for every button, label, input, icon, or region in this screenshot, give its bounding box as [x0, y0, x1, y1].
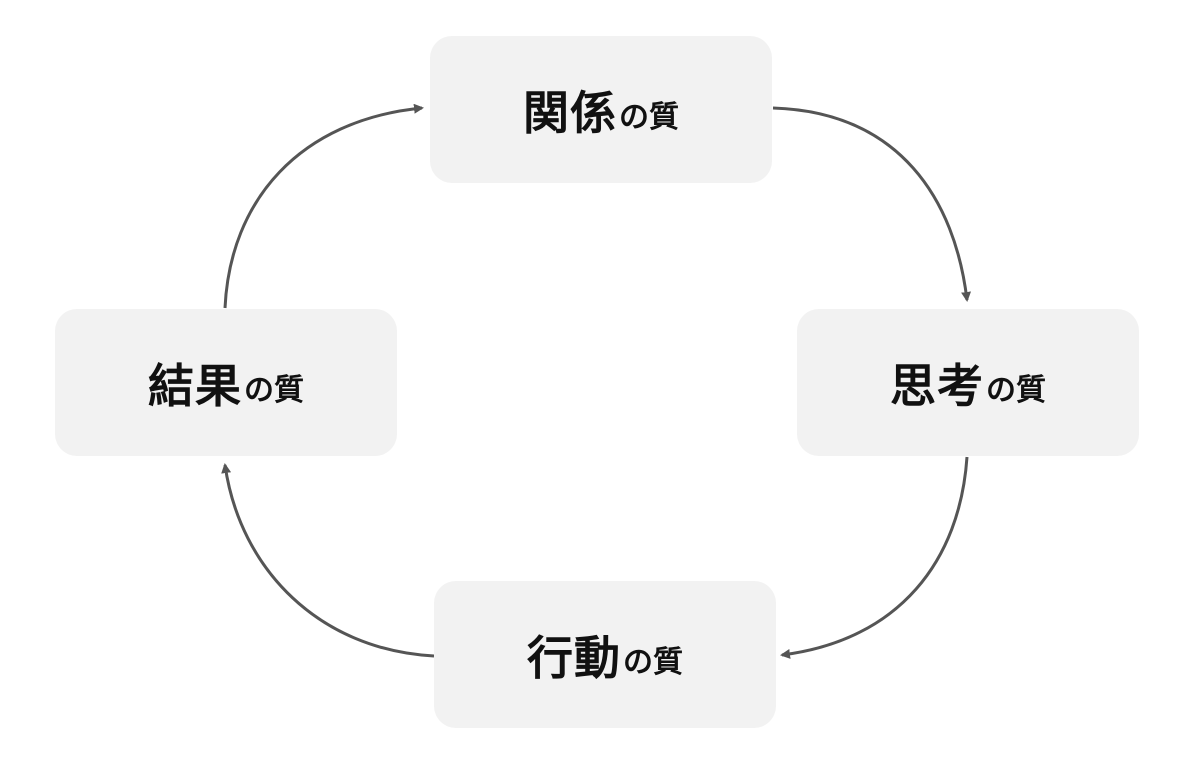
node-result-sub: の質	[244, 372, 304, 408]
node-thinking-main: 思考	[890, 358, 984, 413]
node-relationship-sub: の質	[619, 99, 679, 135]
arrow-thinking-to-action	[780, 456, 969, 659]
arrow-result-to-relationship	[223, 103, 424, 309]
arrow-action-to-result	[221, 463, 435, 658]
node-result-main: 結果	[148, 358, 242, 413]
node-thinking-quality: 思考の質	[797, 309, 1139, 456]
arrow-relationship-to-thinking	[772, 106, 972, 302]
node-action-sub: の質	[623, 644, 683, 680]
node-action-main: 行動	[527, 630, 621, 685]
node-relationship-quality: 関係の質	[430, 36, 772, 183]
node-result-quality: 結果の質	[55, 309, 397, 456]
node-relationship-main: 関係	[523, 85, 617, 140]
node-thinking-sub: の質	[986, 372, 1046, 408]
node-action-quality: 行動の質	[434, 581, 776, 728]
